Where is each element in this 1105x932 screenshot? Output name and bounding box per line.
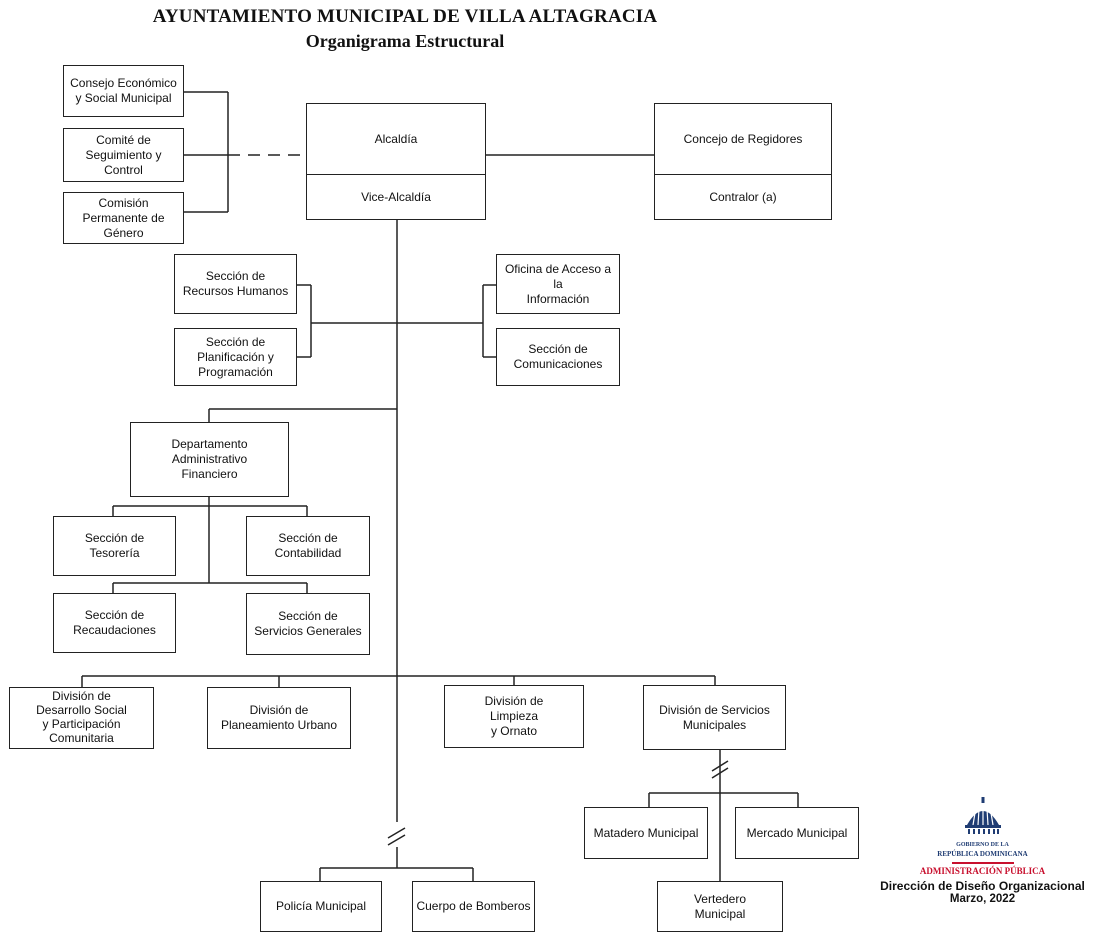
alcaldia-label: Alcaldía <box>307 104 485 175</box>
matadero-box: Matadero Municipal <box>584 807 708 859</box>
page-title: AYUNTAMIENTO MUNICIPAL DE VILLA ALTAGRAC… <box>152 6 658 27</box>
recaudaciones-box: Sección de Recaudaciones <box>53 593 176 653</box>
logo-divider <box>951 862 1014 865</box>
recursos-humanos-box: Sección de Recursos Humanos <box>174 254 297 314</box>
acceso-informacion-box: Oficina de Acceso a la Información <box>496 254 620 314</box>
bomberos-box: Cuerpo de Bomberos <box>412 881 535 932</box>
concejo-label: Concejo de Regidores <box>655 104 831 175</box>
vice-alcaldia-label: Vice-Alcaldía <box>361 189 431 204</box>
logo-admin-publica: ADMINISTRACIÓN PÚBLICA <box>919 866 1046 877</box>
division-servicios-municipales-box: División de Servicios Municipales <box>643 685 786 750</box>
mercado-box: Mercado Municipal <box>735 807 859 859</box>
logo-text-line2: REPÚBLICA DOMINICANA <box>937 849 1028 858</box>
consejo-economico-box: Consejo Económico y Social Municipal <box>63 65 184 117</box>
contralor-label: Contralor (a) <box>709 189 777 204</box>
logo-direccion: Dirección de Diseño Organizacional <box>880 879 1085 894</box>
government-logo: GOBIERNO DE LA REPÚBLICA DOMINICANA ADMI… <box>860 795 1105 905</box>
planificacion-box: Sección de Planificación y Programación <box>174 328 297 386</box>
comunicaciones-box: Sección de Comunicaciones <box>496 328 620 386</box>
policia-box: Policía Municipal <box>260 881 382 932</box>
alcaldia-box: Alcaldía Vice-Alcaldía <box>306 103 486 220</box>
logo-fecha: Marzo, 2022 <box>949 893 1016 906</box>
concejo-box: Concejo de Regidores Contralor (a) <box>654 103 832 220</box>
comision-genero-box: Comisión Permanente de Género <box>63 192 184 244</box>
division-desarrollo-box: División de Desarrollo Social y Particip… <box>9 687 154 749</box>
servicios-generales-box: Sección de Servicios Generales <box>246 593 370 655</box>
vertedero-box: Vertedero Municipal <box>657 881 783 932</box>
dome-emblem-icon <box>964 797 1001 834</box>
page-subtitle: Organigrama Estructural <box>305 31 505 51</box>
comite-seguimiento-box: Comité de Seguimiento y Control <box>63 128 184 182</box>
tesoreria-box: Sección de Tesorería <box>53 516 176 576</box>
division-limpieza-box: División de Limpieza y Ornato <box>444 685 584 748</box>
contabilidad-box: Sección de Contabilidad <box>246 516 370 576</box>
logo-text-line1: GOBIERNO DE LA <box>956 842 1009 848</box>
departamento-administrativo-box: Departamento Administrativo Financiero <box>130 422 289 497</box>
division-planeamiento-box: División de Planeamiento Urbano <box>207 687 351 749</box>
